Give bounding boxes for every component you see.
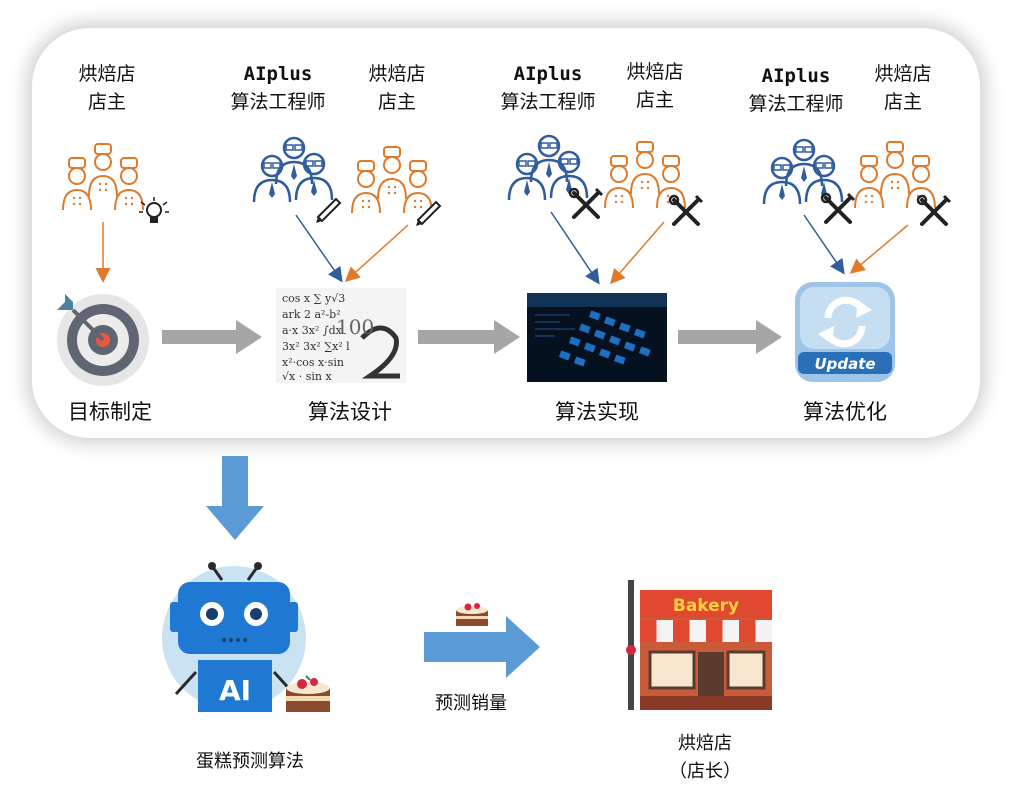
owner-label-col2: 烘焙店 店主: [342, 60, 452, 116]
chefs-icon: [352, 147, 432, 213]
owner-label-line2: 店主: [635, 89, 674, 111]
chefs-icon: [605, 142, 685, 208]
bakery-shop-icon: Bakery: [626, 580, 772, 710]
owner-label-line1: 烘焙店: [368, 63, 426, 85]
bakery-caption: 烘焙店 （店长）: [640, 730, 770, 786]
svg-text:100: 100: [336, 315, 374, 339]
engineer-label-col2: AIplus 算法工程师: [218, 60, 338, 116]
tools-icon: [820, 192, 856, 224]
owner-label-col3: 烘焙店 店主: [600, 58, 710, 114]
pencil-icon: [415, 201, 441, 227]
owner-label-line1: 烘焙店: [78, 63, 136, 85]
algorithm-caption: 蛋糕预测算法: [196, 751, 304, 772]
engineer-label-col4: AIplus 算法工程师: [736, 62, 856, 118]
engineer-arrow: [550, 211, 600, 285]
lightbulb-icon: [139, 197, 169, 223]
bakery-sign: Bakery: [673, 596, 739, 616]
engineer-label-line1: AIplus: [243, 63, 313, 85]
robot-icon: AI: [162, 562, 306, 712]
svg-text:3x² 3x² ∑x² l: 3x² 3x² ∑x² l: [282, 340, 350, 353]
owner-arrow: [849, 224, 909, 274]
owner-label-line2: 店主: [377, 91, 416, 113]
flow-arrow: [678, 320, 782, 354]
pencil-icon: [315, 198, 341, 224]
flow-arrow: [162, 320, 262, 354]
bakery-caption-line1: 烘焙店: [678, 733, 732, 754]
cake-icon: [456, 603, 488, 626]
keyboard-image: [527, 293, 667, 382]
update-icon: Update: [795, 282, 895, 382]
engineer-arrow: [295, 214, 343, 283]
stage-algorithm-design: 算法设计: [308, 400, 392, 424]
svg-text:x²·cos x·sin: x²·cos x·sin: [282, 356, 344, 369]
engineer-label-line1: AIplus: [761, 65, 831, 87]
svg-text:ark 2 a²-b²: ark 2 a²-b²: [282, 308, 341, 321]
owner-arrow: [344, 224, 409, 283]
engineer-label-line2: 算法工程师: [748, 93, 844, 115]
owner-label-col4: 烘焙店 店主: [848, 60, 958, 116]
svg-text:cos x ∑ y√3: cos x ∑ y√3: [282, 292, 345, 305]
engineer-label-line1: AIplus: [513, 63, 583, 85]
owner-label-line1: 烘焙店: [874, 63, 932, 85]
update-label: Update: [814, 355, 875, 373]
engineer-arrow: [803, 214, 845, 275]
math-formula-image: cos x ∑ y√3 ark 2 a²-b² a·x 3x² ∫dx 3x² …: [276, 288, 406, 383]
engineer-label-line2: 算法工程师: [230, 91, 326, 113]
cake-icon: [286, 675, 330, 712]
owner-label-line1: 烘焙店: [626, 61, 684, 83]
stage-algorithm-implementation: 算法实现: [555, 400, 639, 424]
svg-text:a·x 3x² ∫dx: a·x 3x² ∫dx: [282, 324, 343, 337]
owner-label-line2: 店主: [883, 91, 922, 113]
chefs-icon: [855, 142, 935, 208]
stage-algorithm-optimization: 算法优化: [803, 400, 887, 424]
ai-label: AI: [219, 674, 251, 707]
engineer-label-col3: AIplus 算法工程师: [488, 60, 608, 116]
engineers-icon: [254, 138, 332, 202]
flow-arrow: [418, 320, 520, 354]
tools-icon: [668, 194, 704, 226]
predict-arrow: [424, 616, 540, 678]
engineers-icon: [764, 140, 842, 204]
engineer-label-line2: 算法工程师: [500, 91, 596, 113]
svg-text:√x · sin x: √x · sin x: [282, 370, 332, 383]
bakery-caption-line2: （店长）: [669, 761, 741, 782]
chefs-icon: [63, 144, 143, 210]
predict-sales-label: 预测销量: [435, 693, 507, 714]
owner-label-col1: 烘焙店 店主: [52, 60, 162, 116]
down-arrow: [206, 456, 264, 540]
stage-goal-setting: 目标制定: [68, 400, 152, 424]
owner-label-line2: 店主: [87, 91, 126, 113]
target-icon: [57, 294, 149, 386]
owner-arrow: [610, 221, 665, 285]
